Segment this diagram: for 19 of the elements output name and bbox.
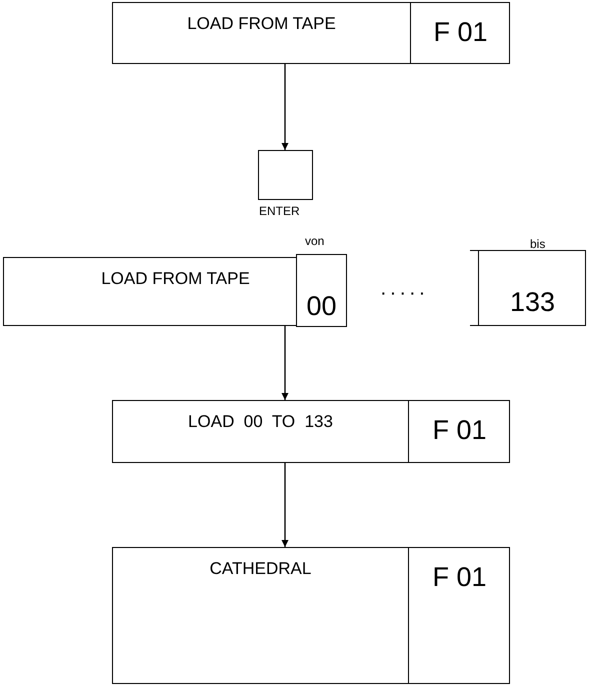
key-caption: bis (530, 238, 546, 250)
key-caption: ENTER (259, 205, 300, 217)
display-panel (112, 2, 510, 64)
display-text: CATHEDRAL (208, 560, 312, 577)
arrow (282, 463, 288, 547)
arrow (282, 326, 288, 400)
dotted-range: ····· (380, 283, 428, 303)
display-panel (112, 547, 510, 684)
function-code: F 01 (431, 564, 488, 591)
display-panel (112, 400, 510, 463)
display-text: LOAD FROM TAPE (100, 270, 251, 287)
arrow (282, 64, 288, 150)
value-text: 133 (508, 289, 556, 316)
function-code: F 01 (431, 417, 488, 444)
key-caption: von (305, 235, 324, 247)
value-text: 00 (305, 293, 338, 320)
display-text: LOAD 00 TO 133 (187, 413, 334, 430)
display-text: LOAD FROM TAPE (186, 15, 337, 32)
function-code: F 01 (432, 19, 489, 46)
